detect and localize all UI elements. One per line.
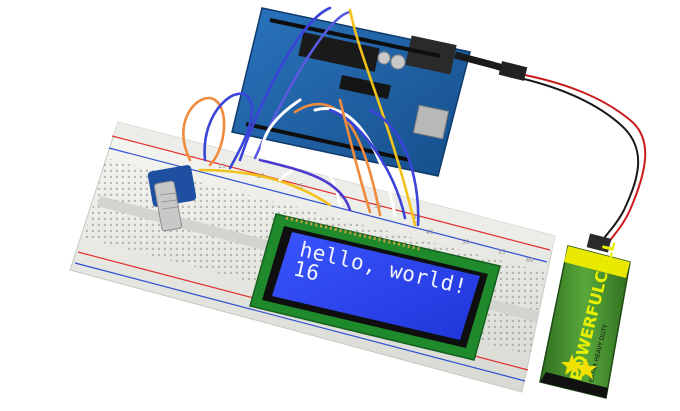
breadboard-number: 15 — [218, 163, 226, 170]
star-icon — [561, 354, 583, 375]
breadboard-number: 25 — [296, 183, 304, 190]
lcd-screen — [272, 232, 480, 340]
breadboard-number: 45 — [426, 229, 434, 236]
breadboard-number: 50 — [462, 239, 470, 246]
breadboard-number: 55 — [498, 249, 506, 256]
power-cable — [454, 51, 647, 245]
breadboard-number: 60 — [526, 257, 534, 264]
lcd-line-2: 16 — [291, 256, 322, 285]
breadboard-number: 40 — [413, 214, 421, 221]
lcd-module: hello, world! 16 — [249, 213, 501, 361]
star-icon — [575, 358, 597, 379]
battery: POWERFULCELL EXTRA HEAVY DUTY — [539, 233, 631, 399]
potentiometer — [147, 165, 197, 232]
jumper-wires — [182, 6, 420, 227]
